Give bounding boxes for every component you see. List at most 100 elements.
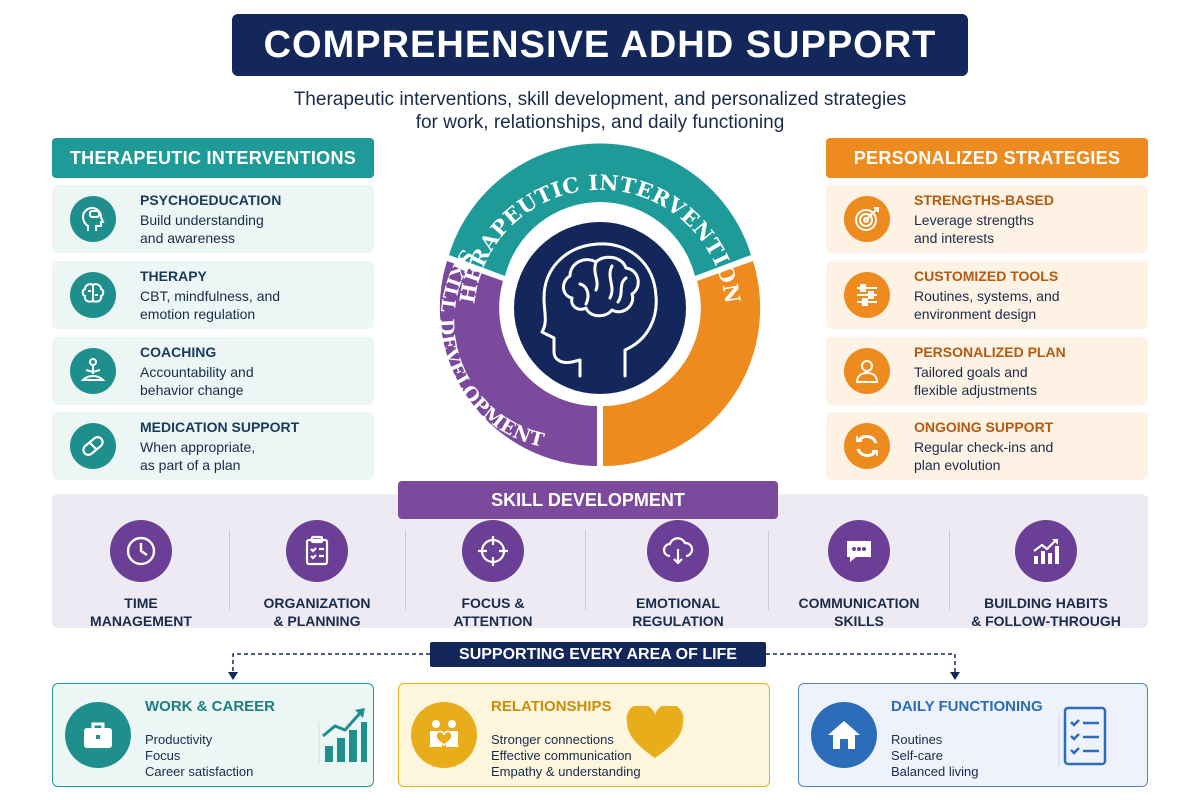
- person-icon: [844, 348, 890, 394]
- clock-icon: [110, 520, 172, 582]
- life-area-relationships: RELATIONSHIPS Stronger connections Effec…: [398, 683, 770, 787]
- card-line: and interests: [914, 229, 995, 246]
- bar-chart-icon: [318, 708, 367, 764]
- card-title: STRENGTHS-BASED: [914, 191, 1055, 208]
- ring-segment-therapeutic: [449, 143, 751, 276]
- subtitle: Therapeutic interventions, skill develop…: [200, 88, 1000, 134]
- ring-segment-skill: [439, 261, 597, 466]
- crosshair-icon: [462, 520, 524, 582]
- card-line: plan evolution: [914, 456, 1001, 473]
- checklist-icon: [1058, 706, 1107, 766]
- supporting-life-header: SUPPORTING EVERY AREA OF LIFE: [430, 642, 766, 667]
- card-title: ONGOING SUPPORT: [914, 418, 1054, 435]
- card-customized-tools: CUSTOMIZED TOOLS Routines, systems, and …: [826, 261, 1148, 329]
- card-psychoeducation: PSYCHOEDUCATION Build understanding and …: [52, 185, 374, 253]
- skill-label: MANAGEMENT: [90, 613, 192, 629]
- card-line: Build understanding: [140, 211, 264, 228]
- subtitle-line-1: Therapeutic interventions, skill develop…: [293, 89, 907, 110]
- cloud-icon: [647, 520, 709, 582]
- card-title: COACHING: [140, 343, 217, 360]
- life-area-work-career: WORK & CAREER Productivity Focus Career …: [52, 683, 374, 787]
- card-coaching: COACHING Accountability and behavior cha…: [52, 337, 374, 405]
- life-area-line: Empathy & understanding: [491, 764, 641, 779]
- skill-label: ORGANIZATION: [263, 595, 371, 611]
- card-line: as part of a plan: [140, 456, 241, 473]
- ring-segment-personalized: [603, 261, 761, 466]
- center-circle: [514, 222, 686, 394]
- skill-divider: [229, 530, 230, 610]
- page-title: COMPREHENSIVE ADHD SUPPORT: [263, 23, 937, 66]
- center-ring-diagram: THERAPEUTIC INTERVENTIONS SKILL DEVELOPM…: [420, 128, 780, 466]
- card-line: Routines, systems, and: [914, 287, 1060, 304]
- card-line: behavior change: [140, 381, 244, 398]
- skill-focus-attention: FOCUS & ATTENTION: [408, 520, 578, 630]
- skill-building-habits: BUILDING HABITS & FOLLOW-THROUGH: [961, 520, 1131, 630]
- card-line: Tailored goals and: [914, 363, 1028, 380]
- card-title: THERAPY: [140, 267, 207, 284]
- subtitle-line-2: for work, relationships, and daily funct…: [415, 112, 785, 133]
- growth-chart-icon: [1015, 520, 1077, 582]
- house-icon: [811, 702, 877, 768]
- card-line: Accountability and: [140, 363, 254, 380]
- life-area-title: RELATIONSHIPS: [491, 698, 612, 715]
- sliders-icon: [844, 272, 890, 318]
- life-area-line: Self-care: [891, 748, 944, 763]
- card-strengths-based: STRENGTHS-BASED Leverage strengths and i…: [826, 185, 1148, 253]
- card-line: flexible adjustments: [914, 381, 1037, 398]
- card-line: emotion regulation: [140, 305, 256, 322]
- cycle-icon: [844, 423, 890, 469]
- brain-icon: [70, 272, 116, 318]
- card-line: Regular check-ins and: [914, 438, 1054, 455]
- briefcase-icon: [65, 702, 131, 768]
- card-personalized-plan: PERSONALIZED PLAN Tailored goals and fle…: [826, 337, 1148, 405]
- card-title: CUSTOMIZED TOOLS: [914, 267, 1059, 284]
- card-line: and awareness: [140, 229, 235, 246]
- card-title: PSYCHOEDUCATION: [140, 191, 282, 208]
- skill-label: BUILDING HABITS: [984, 595, 1108, 611]
- personalized-strategies-header: PERSONALIZED STRATEGIES: [826, 138, 1148, 178]
- life-area-line: Stronger connections: [491, 732, 614, 747]
- chat-icon: [828, 520, 890, 582]
- skill-time-management: TIME MANAGEMENT: [56, 520, 226, 630]
- life-connector-lines: [228, 653, 960, 680]
- card-line: When appropriate,: [140, 438, 256, 455]
- life-area-line: Focus: [145, 748, 181, 763]
- skill-divider: [768, 530, 769, 610]
- life-area-title: DAILY FUNCTIONING: [891, 698, 1043, 715]
- life-area-daily-functioning: DAILY FUNCTIONING Routines Self-care Bal…: [798, 683, 1148, 787]
- card-medication-support: MEDICATION SUPPORT When appropriate, as …: [52, 412, 374, 480]
- card-line: Leverage strengths: [914, 211, 1034, 228]
- card-title: PERSONALIZED PLAN: [914, 343, 1066, 360]
- therapeutic-interventions-header: THERAPEUTIC INTERVENTIONS: [52, 138, 374, 178]
- skill-label: COMMUNICATION: [798, 595, 920, 611]
- skill-label: ATTENTION: [453, 613, 533, 629]
- skill-divider: [405, 530, 406, 610]
- skill-label: & FOLLOW-THROUGH: [971, 613, 1121, 629]
- card-ongoing-support: ONGOING SUPPORT Regular check-ins and pl…: [826, 412, 1148, 480]
- skill-label: FOCUS &: [461, 595, 525, 611]
- life-area-line: Effective communication: [491, 748, 632, 763]
- pill-icon: [70, 423, 116, 469]
- skill-emotional-regulation: EMOTIONAL REGULATION: [593, 520, 763, 630]
- card-line: environment design: [914, 305, 1037, 322]
- head-speech-icon: [70, 196, 116, 242]
- skill-label: TIME: [124, 595, 158, 611]
- target-icon: [844, 196, 890, 242]
- skill-organization-planning: ORGANIZATION & PLANNING: [232, 520, 402, 630]
- life-area-title: WORK & CAREER: [145, 698, 275, 715]
- life-area-line: Balanced living: [891, 764, 979, 779]
- life-area-line: Career satisfaction: [145, 764, 254, 779]
- skill-label: REGULATION: [632, 613, 724, 629]
- skill-development-header: SKILL DEVELOPMENT: [398, 481, 778, 519]
- skill-divider: [585, 530, 586, 610]
- clipboard-icon: [286, 520, 348, 582]
- life-area-line: Routines: [891, 732, 943, 747]
- skill-divider: [949, 530, 950, 610]
- skill-label: EMOTIONAL: [635, 595, 720, 611]
- title-banner: COMPREHENSIVE ADHD SUPPORT: [232, 14, 968, 76]
- heart-icon: [626, 706, 684, 758]
- card-line: CBT, mindfulness, and: [140, 287, 281, 304]
- life-area-line: Productivity: [145, 732, 213, 747]
- skill-label: & PLANNING: [273, 613, 361, 629]
- brain-head-icon: [540, 242, 658, 378]
